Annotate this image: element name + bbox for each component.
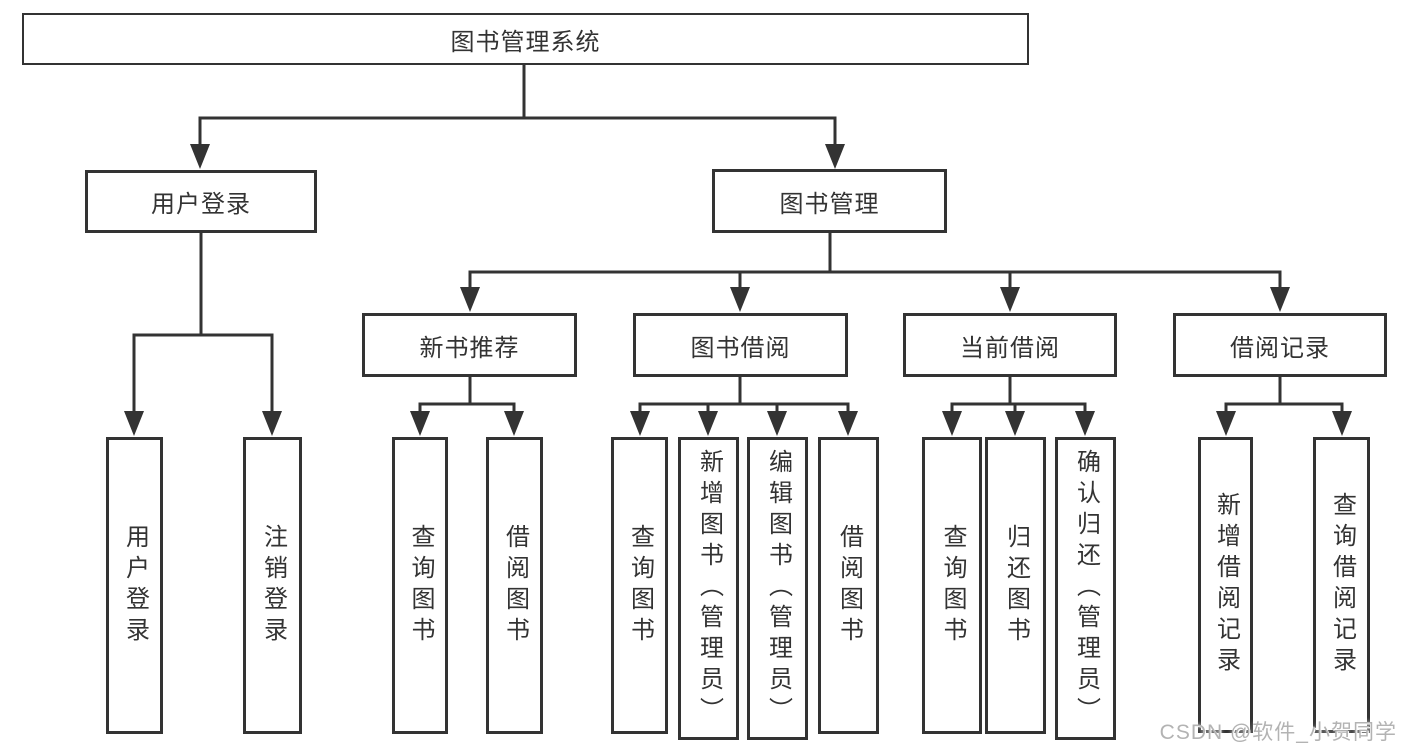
leaf-label: 归还图书 bbox=[1002, 523, 1030, 648]
watermark: CSDN @软件_小贺同学 bbox=[1159, 721, 1397, 744]
leaf-br-add-record: 新增借阅记录 bbox=[1198, 437, 1253, 733]
leaf-label: 借阅图书 bbox=[835, 523, 863, 648]
node-root: 图书管理系统 bbox=[22, 13, 1029, 65]
leaf-label: 注销登录 bbox=[259, 523, 287, 648]
leaf-nb-query-books: 查询图书 bbox=[392, 437, 448, 734]
leaf-cb-return-books: 归还图书 bbox=[985, 437, 1046, 734]
node-book-borrow: 图书借阅 bbox=[633, 313, 848, 377]
leaf-label: 查询图书 bbox=[407, 523, 434, 648]
leaf-bb-query-books: 查询图书 bbox=[611, 437, 668, 734]
node-user-login: 用户登录 bbox=[85, 170, 317, 233]
arrowheads bbox=[124, 144, 1352, 436]
leaf-br-query-record: 查询借阅记录 bbox=[1313, 437, 1370, 733]
leaf-label: 查询图书 bbox=[939, 523, 966, 648]
node-new-book-recommend: 新书推荐 bbox=[362, 313, 577, 377]
leaf-label: 借阅图书 bbox=[501, 523, 529, 648]
node-borrow-records: 借阅记录 bbox=[1173, 313, 1387, 377]
leaf-bb-borrow-books: 借阅图书 bbox=[818, 437, 879, 734]
leaf-label: 新增图书（管理员） bbox=[695, 449, 723, 728]
node-current-borrow: 当前借阅 bbox=[903, 313, 1117, 377]
leaf-cb-confirm-return-admin: 确认归还（管理员） bbox=[1055, 437, 1116, 740]
leaf-label: 用户登录 bbox=[121, 523, 149, 648]
leaf-bb-edit-books-admin: 编辑图书（管理员） bbox=[747, 437, 808, 740]
leaf-label: 确认归还（管理员） bbox=[1072, 449, 1100, 728]
leaf-logout: 注销登录 bbox=[243, 437, 302, 734]
node-book-management: 图书管理 bbox=[712, 169, 947, 233]
leaf-nb-borrow-books: 借阅图书 bbox=[486, 437, 543, 734]
leaf-bb-add-books-admin: 新增图书（管理员） bbox=[678, 437, 739, 740]
leaf-label: 查询借阅记录 bbox=[1328, 492, 1356, 678]
leaf-user-login: 用户登录 bbox=[106, 437, 163, 734]
leaf-label: 查询图书 bbox=[626, 523, 654, 648]
leaf-label: 新增借阅记录 bbox=[1212, 492, 1240, 678]
leaf-label: 编辑图书（管理员） bbox=[764, 449, 792, 728]
leaf-cb-query-books: 查询图书 bbox=[922, 437, 982, 734]
